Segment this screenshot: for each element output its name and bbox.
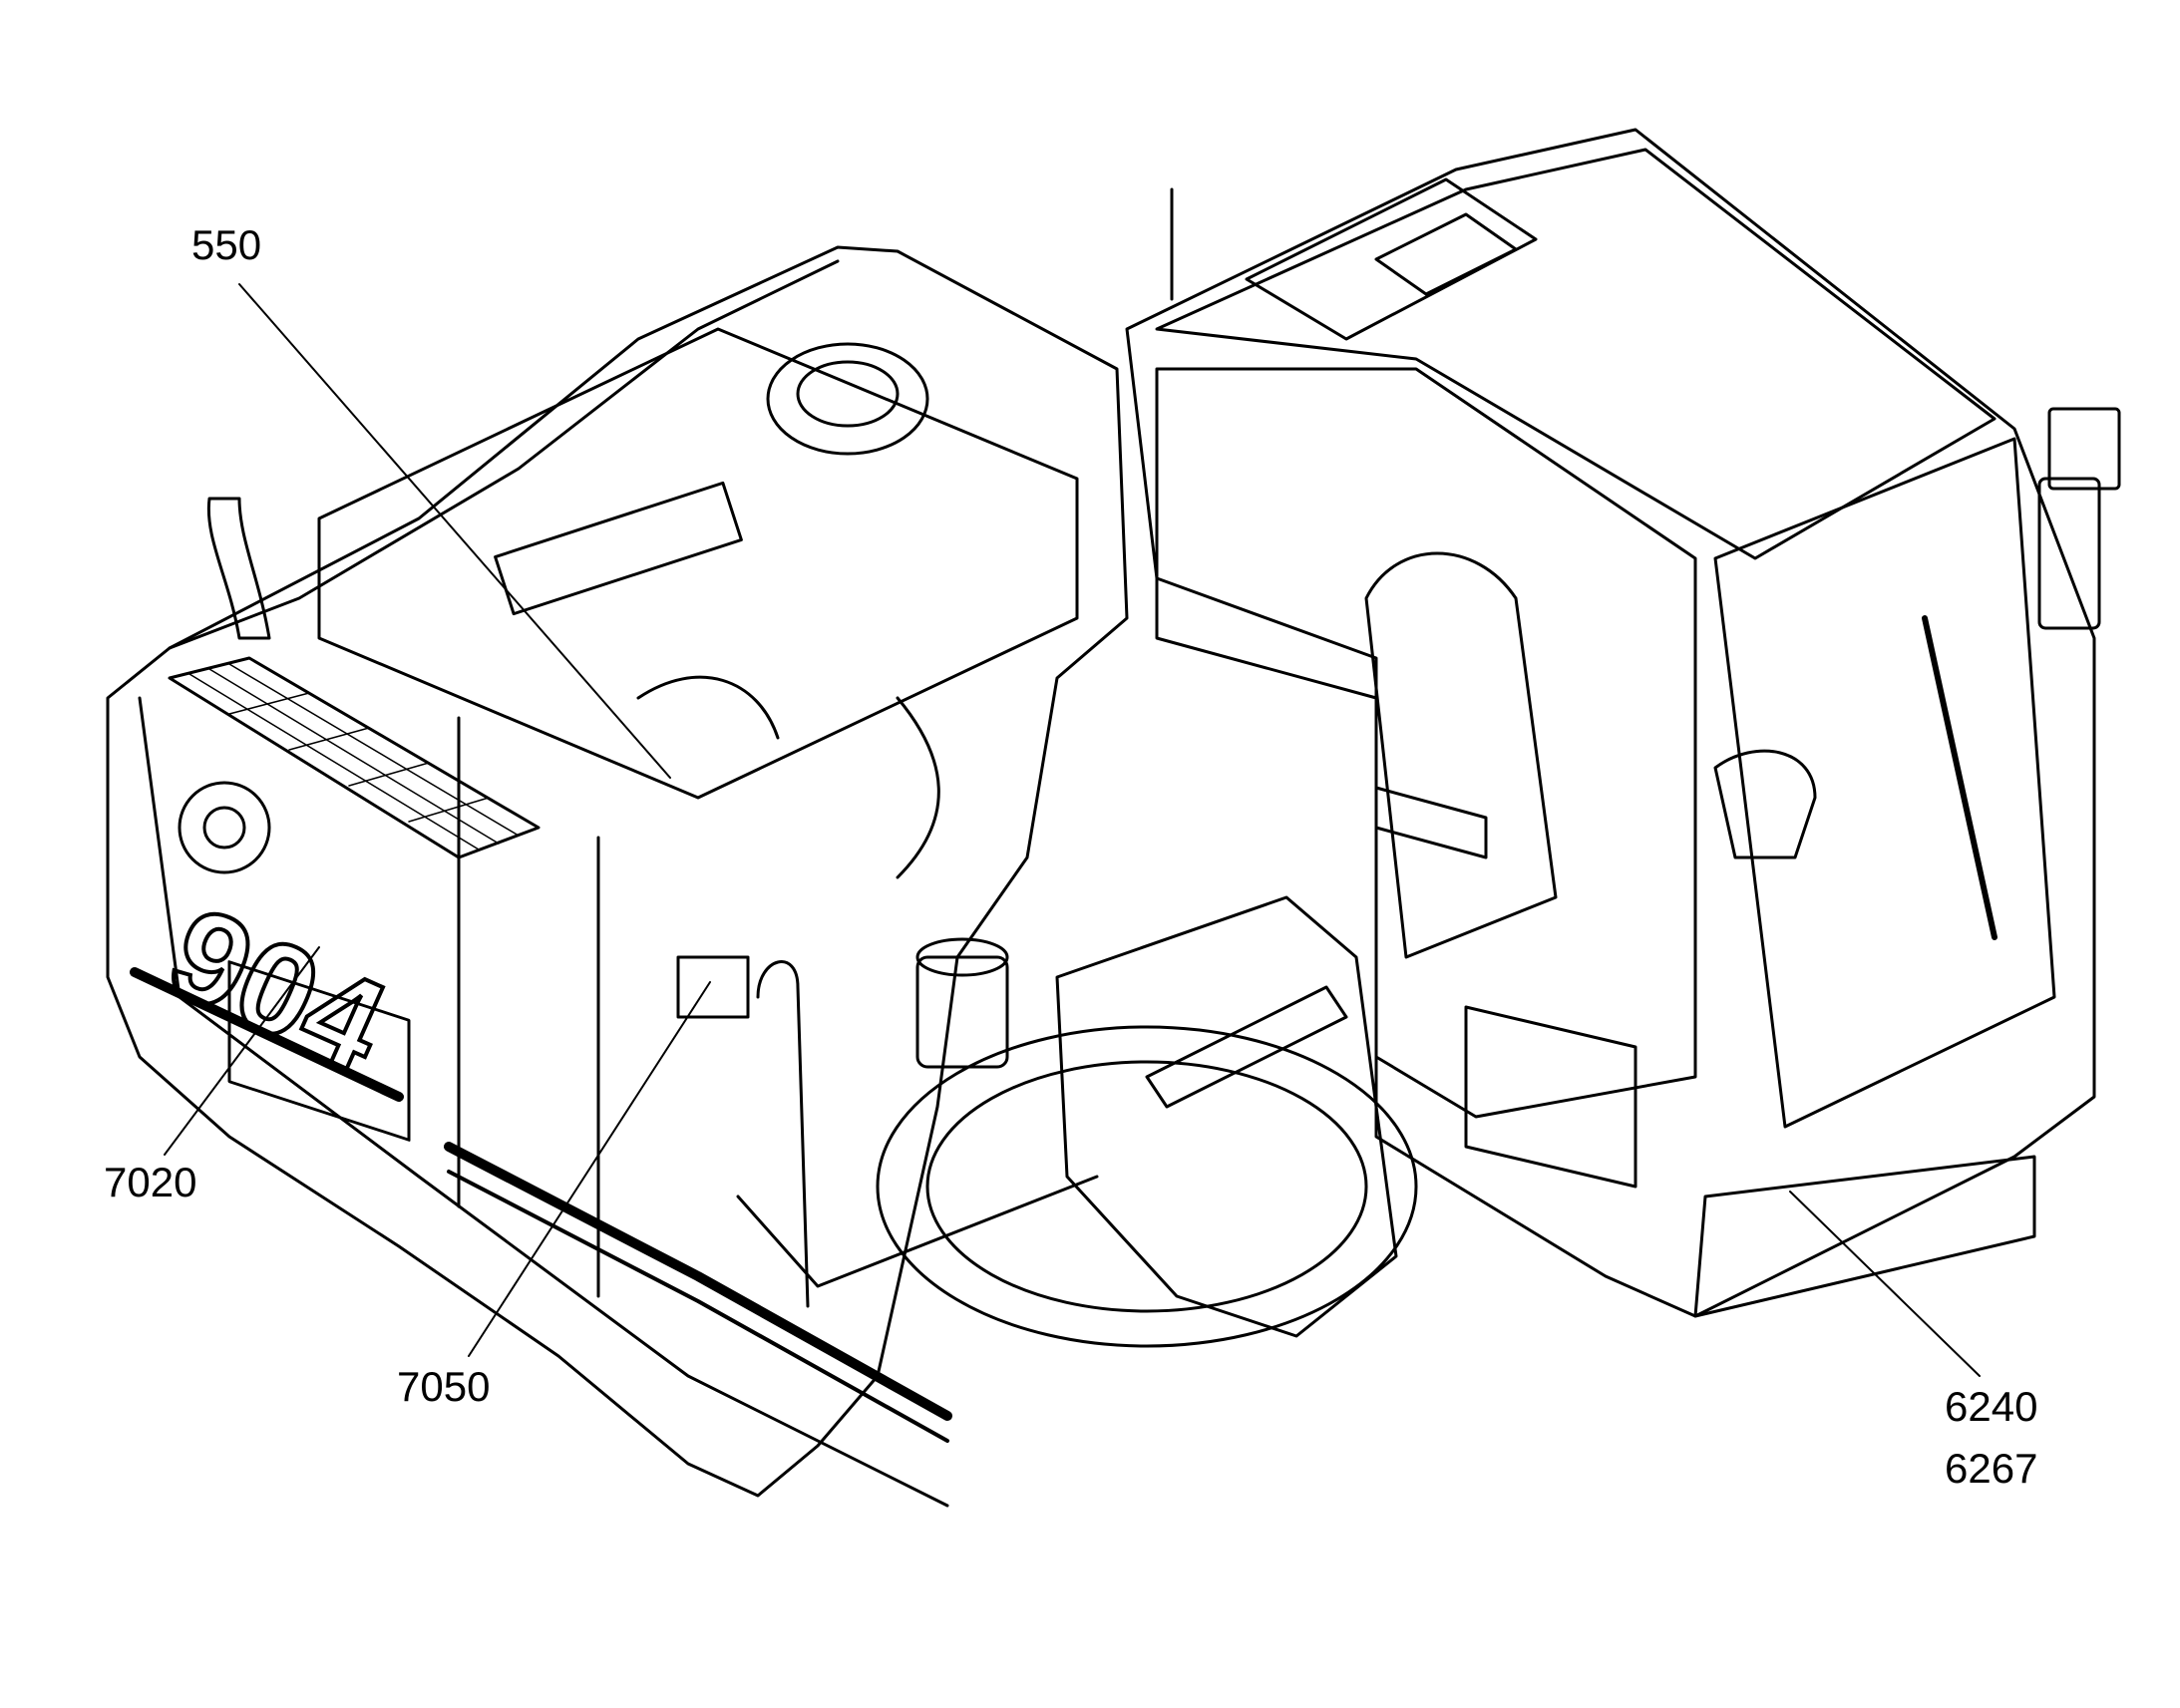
rear-housing-outline <box>106 245 1129 1498</box>
grille-mesh <box>169 657 520 851</box>
cab-floor-base <box>1693 1155 2036 1318</box>
cab-front-window <box>1713 437 2056 1129</box>
cab-door-lower-window <box>1464 1005 1637 1189</box>
side-mirror <box>2037 477 2101 630</box>
fan-pulley <box>178 781 271 874</box>
model-decal-text: 904 <box>150 878 407 1100</box>
hood-top-edge <box>168 259 840 650</box>
steering-console <box>1713 749 1817 859</box>
step-frame <box>736 1175 1099 1288</box>
leader-7020 <box>164 946 320 1156</box>
callout-7050: 7050 <box>397 1363 491 1410</box>
callout-7020: 7020 <box>104 1159 197 1205</box>
decal-stripe-2 <box>447 1170 949 1443</box>
engine-hose-2 <box>896 696 940 879</box>
hydraulic-pump <box>227 960 411 1142</box>
leader-550 <box>238 283 671 779</box>
callout-550: 550 <box>191 221 262 268</box>
seat-armrest <box>1374 786 1488 859</box>
swing-motor <box>915 955 1009 1069</box>
engine-manifold <box>494 481 743 616</box>
cab-roof-hatch <box>1245 177 1538 341</box>
wiper-arm <box>1922 615 1998 940</box>
operator-seat <box>1364 551 1558 959</box>
exhaust-stack <box>206 497 271 640</box>
fan-pulley-hub <box>202 806 246 850</box>
air-cleaner-cap <box>796 360 900 428</box>
callout-6267: 6267 <box>1945 1445 2038 1492</box>
boom-pin-arm <box>1145 985 1348 1109</box>
hood-side-panel <box>138 696 949 1508</box>
side-mirror-top <box>2047 407 2121 491</box>
cab-side-window <box>1155 367 1697 1119</box>
grille-panel <box>168 656 541 859</box>
grab-handle <box>756 960 810 1308</box>
air-cleaner <box>766 342 929 456</box>
swing-ring-inner <box>925 1060 1368 1313</box>
leader-6240 <box>1789 1191 1981 1377</box>
decal-stripe-3 <box>130 967 404 1102</box>
leader-7050 <box>468 981 711 1357</box>
callout-6240: 6240 <box>1945 1383 2038 1430</box>
boom-foot-bracket <box>1055 895 1398 1338</box>
decal-stripe-1 <box>444 1142 952 1421</box>
cab-roof <box>1155 148 1997 560</box>
swing-ring-outer <box>876 1025 1418 1348</box>
valve-block <box>676 955 750 1019</box>
engine-hose-1 <box>636 675 780 740</box>
cab-outline <box>1125 128 2096 1318</box>
cab-roof-hatch-inner <box>1374 212 1518 296</box>
swing-motor-top <box>915 937 1009 977</box>
engine-block <box>317 327 1079 800</box>
